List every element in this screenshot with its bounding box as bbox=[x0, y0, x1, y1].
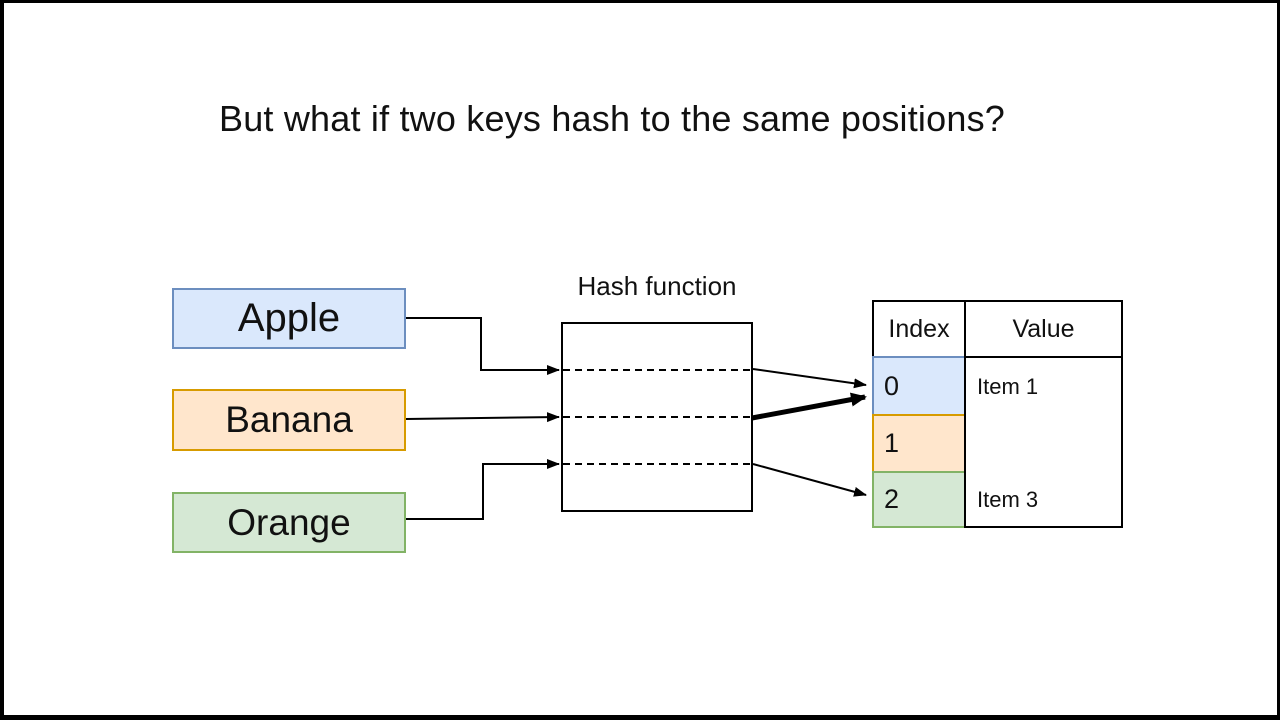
arrow-hash-to-index0-thin bbox=[752, 368, 867, 389]
index-cell-1: 1 bbox=[872, 414, 966, 473]
value-column-cell: Item 1 Item 3 bbox=[964, 356, 1123, 528]
letterbox-top bbox=[0, 0, 1280, 3]
hash-function-label: Hash function bbox=[577, 271, 737, 301]
hash-function-box bbox=[561, 322, 753, 512]
key-box-banana: Banana bbox=[172, 389, 406, 451]
table-header-value: Value bbox=[964, 300, 1123, 358]
key-label-apple: Apple bbox=[237, 296, 341, 340]
arrow-orange-to-hash bbox=[406, 459, 560, 520]
slide-title: But what if two keys hash to the same po… bbox=[218, 98, 1005, 139]
value-item-1: Item 1 bbox=[977, 374, 1039, 399]
index-cell-2: 2 bbox=[872, 471, 966, 528]
key-label-orange: Orange bbox=[227, 501, 351, 543]
table-header-index: Index bbox=[872, 300, 966, 358]
letterbox-right bbox=[1277, 0, 1280, 720]
arrow-apple-to-hash bbox=[406, 317, 560, 375]
arrow-hash-to-index2-thin bbox=[752, 463, 867, 497]
letterbox-bottom bbox=[0, 715, 1280, 720]
key-box-apple: Apple bbox=[172, 288, 406, 349]
arrow-hash-to-index0-thick bbox=[751, 392, 867, 421]
letterbox-left bbox=[0, 0, 4, 720]
arrow-banana-to-hash bbox=[405, 412, 560, 423]
key-label-banana: Banana bbox=[225, 399, 353, 440]
value-item-3: Item 3 bbox=[977, 487, 1039, 512]
index-cell-0: 0 bbox=[872, 356, 966, 416]
key-box-orange: Orange bbox=[172, 492, 406, 553]
